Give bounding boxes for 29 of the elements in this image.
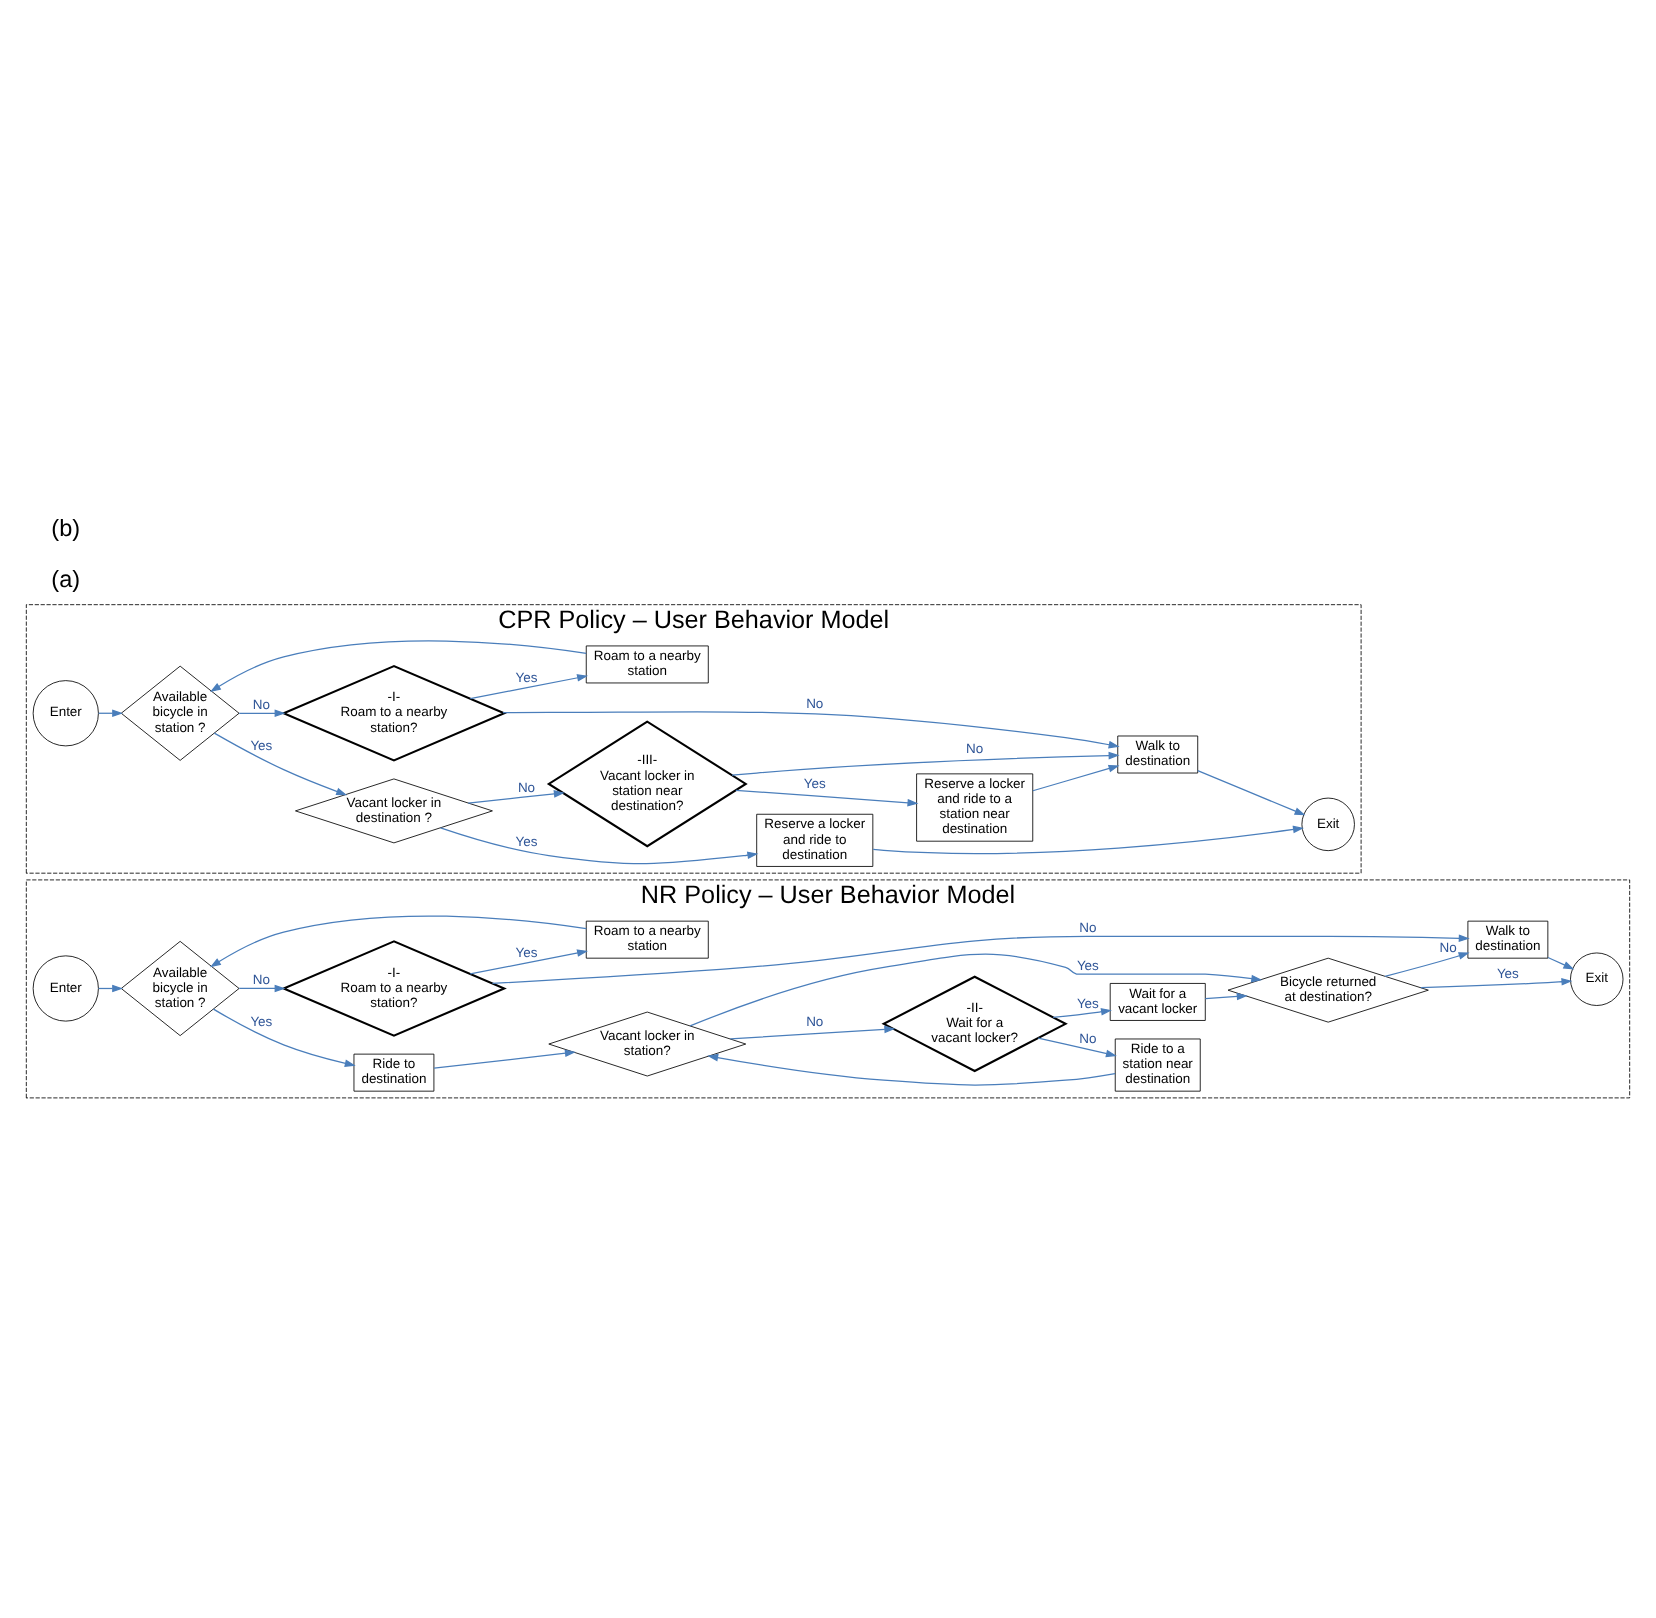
arrow bbox=[469, 949, 589, 975]
arrow bbox=[1420, 977, 1573, 989]
arrow bbox=[731, 751, 1120, 776]
arrow bbox=[1204, 992, 1248, 1001]
arrow bbox=[502, 711, 1120, 749]
label: (a) bbox=[51, 566, 81, 593]
arrow bbox=[238, 709, 286, 718]
arrow bbox=[467, 790, 565, 804]
arrow bbox=[469, 674, 589, 700]
arrow bbox=[210, 915, 587, 968]
arrow bbox=[872, 825, 1304, 855]
arrow bbox=[210, 640, 587, 693]
arrow bbox=[1547, 956, 1575, 970]
label: (b) bbox=[51, 515, 81, 542]
arrow bbox=[689, 953, 1263, 1027]
arrow bbox=[439, 827, 759, 865]
arrow bbox=[1052, 1008, 1112, 1018]
arrow bbox=[1037, 1037, 1117, 1058]
arrow bbox=[707, 1053, 1116, 1086]
arrow bbox=[491, 934, 1470, 985]
arrow bbox=[213, 732, 348, 796]
arrow bbox=[1384, 952, 1470, 977]
arrow bbox=[735, 789, 919, 807]
arrow bbox=[1197, 770, 1306, 816]
arrow bbox=[1032, 764, 1120, 792]
arrow bbox=[238, 984, 286, 993]
arrow bbox=[212, 1008, 356, 1067]
arrow bbox=[729, 1025, 896, 1040]
arrow bbox=[433, 1049, 576, 1069]
